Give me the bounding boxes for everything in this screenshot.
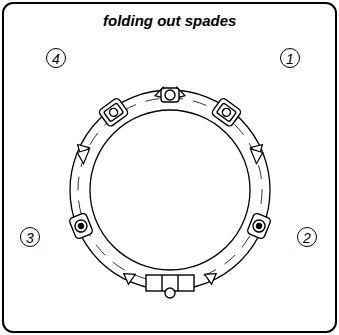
callout-number: 3 bbox=[20, 227, 40, 247]
support-brackets bbox=[74, 145, 265, 164]
direction-arrows bbox=[75, 87, 265, 284]
callout-number: 4 bbox=[46, 48, 66, 68]
callout-number: 2 bbox=[297, 227, 317, 247]
frame bbox=[3, 3, 336, 332]
spade-units bbox=[69, 88, 272, 298]
motion-arc bbox=[78, 98, 262, 282]
diagram-title: folding out spades bbox=[103, 12, 236, 29]
inner-ring bbox=[90, 110, 250, 270]
callout-number: 1 bbox=[280, 48, 300, 68]
outer-ring bbox=[70, 90, 270, 290]
